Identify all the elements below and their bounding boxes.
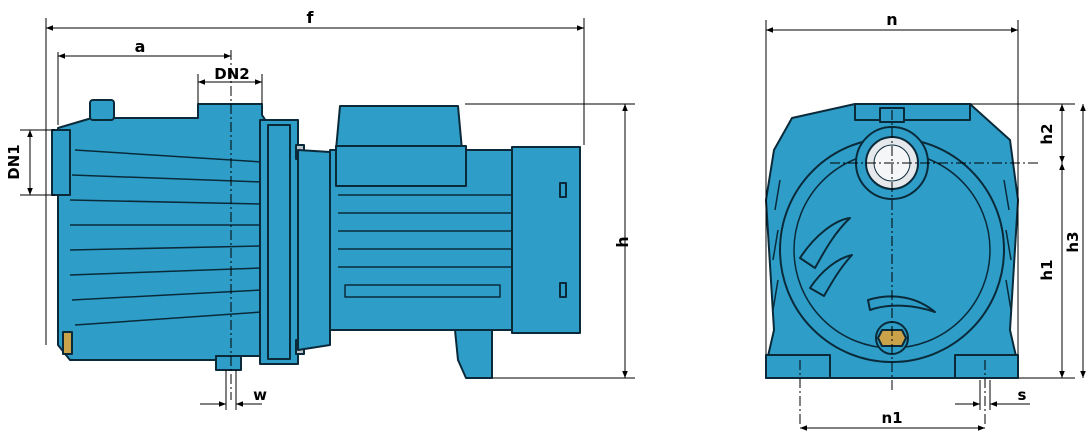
drain-nut — [877, 329, 907, 347]
priming-plug — [89, 99, 115, 121]
motor-fins — [338, 194, 512, 298]
logo-swoosh — [809, 254, 853, 297]
motor-end-cap — [511, 146, 581, 334]
side-dimensions — [20, 18, 635, 410]
inlet-stub — [51, 129, 71, 196]
logo-swoosh — [799, 217, 851, 269]
label-f: f — [307, 8, 315, 27]
motor-foot — [454, 329, 493, 379]
casing-foot — [215, 355, 242, 371]
front-center-lines — [799, 110, 1040, 425]
label-n: n — [886, 10, 897, 29]
label-h2: h2 — [1038, 123, 1056, 144]
casing-ribs — [69, 149, 263, 326]
pump-casing — [57, 103, 269, 361]
label-dn1: DN1 — [5, 144, 23, 179]
motor-bracket — [297, 149, 331, 351]
front-top-bar — [854, 103, 971, 121]
label-a: a — [135, 37, 146, 56]
front-foot-right — [954, 354, 1019, 379]
terminal-box — [335, 105, 463, 151]
label-s: s — [1018, 386, 1027, 404]
label-w: w — [253, 386, 267, 404]
label-dn2: DN2 — [214, 65, 249, 83]
front-foot-left — [765, 354, 831, 379]
side-view — [51, 99, 581, 379]
front-dimensions — [765, 20, 1086, 431]
drain-plug — [62, 331, 73, 355]
label-h1: h1 — [1038, 259, 1056, 280]
label-n1: n1 — [881, 409, 902, 427]
label-h: h — [613, 236, 632, 247]
label-h3: h3 — [1064, 231, 1082, 252]
